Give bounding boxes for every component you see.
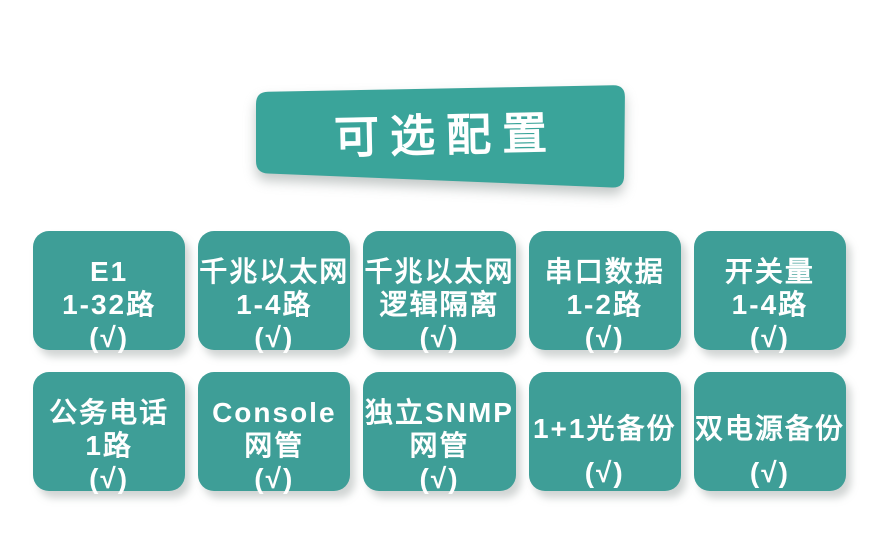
card-line: 1-32路 — [62, 289, 157, 320]
card-line: 双电源备份 — [694, 413, 845, 444]
card-line: 千兆以太网 — [199, 256, 350, 287]
config-card: 千兆以太网逻辑隔离(√) — [363, 231, 516, 353]
config-card: 双电源备份 (√) — [693, 372, 847, 491]
card-check-label: (√) — [89, 322, 130, 353]
card-line: 1-4路 — [236, 289, 313, 320]
card-line: 串口数据 — [544, 256, 665, 287]
card-line: E1 — [89, 256, 129, 287]
card-line: 逻辑隔离 — [379, 289, 500, 320]
card-line: 公务电话 — [49, 397, 170, 428]
card-line: 独立SNMP — [365, 397, 514, 428]
card-check-label: (√) — [89, 463, 130, 494]
card-check-label: (√) — [254, 463, 295, 494]
card-check-label: (√) — [419, 322, 460, 353]
card-line: 网管 — [244, 430, 305, 461]
card-line: 1-4路 — [731, 289, 809, 320]
card-check-label: (√) — [254, 322, 295, 353]
card-line: 千兆以太网 — [364, 256, 515, 287]
card-check-label: (√) — [749, 322, 790, 353]
card-line: 1-2路 — [566, 289, 643, 320]
card-line: Console — [212, 397, 337, 428]
card-line: 开关量 — [724, 256, 815, 287]
card-check-label: (√) — [584, 457, 625, 488]
card-line: 1路 — [85, 430, 133, 461]
card-line: 网管 — [409, 430, 470, 461]
card-check-label: (√) — [584, 322, 625, 353]
banner-title: 可选配置 — [333, 107, 559, 163]
card-line: 1+1光备份 — [532, 413, 677, 444]
config-card: 1+1光备份 (√) — [528, 372, 681, 491]
card-check-label: (√) — [749, 457, 790, 488]
card-check-label: (√) — [419, 463, 460, 494]
